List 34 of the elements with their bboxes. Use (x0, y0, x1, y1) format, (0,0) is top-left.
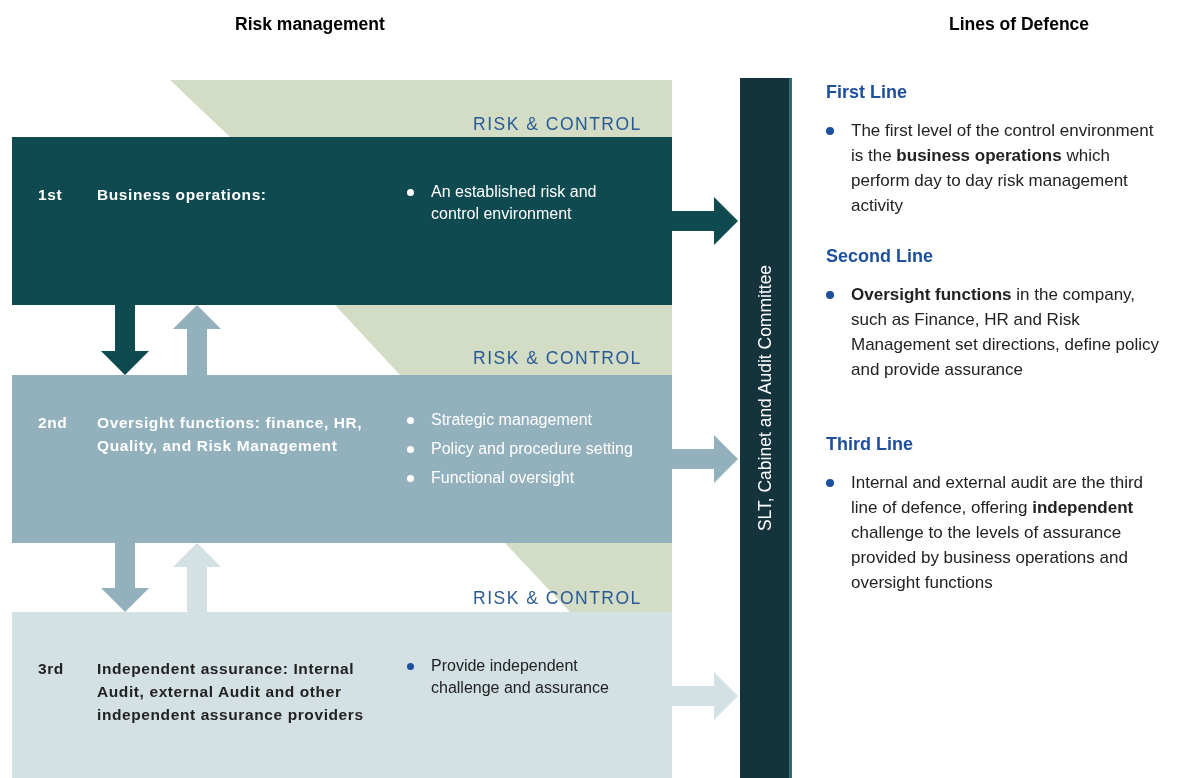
committee-label: SLT, Cabinet and Audit Committee (754, 264, 775, 532)
block-arrow (173, 305, 221, 375)
block-arrow (672, 197, 738, 245)
line-number: 3rd (38, 659, 64, 679)
line-band (12, 375, 672, 543)
block-arrow (672, 435, 738, 483)
line-heading: Third Line (826, 434, 913, 455)
bullet-text: Policy and procedure setting (431, 440, 633, 457)
line-number: 1st (38, 185, 63, 205)
line-number: 2nd (38, 413, 68, 433)
line-band (12, 137, 672, 305)
committee-bar (740, 78, 792, 778)
line-description: Oversight functions in the company, such as Finance, HR and Risk Management set directions, define policy and provide assurance (851, 284, 1161, 381)
bullet-text: Strategic management (431, 411, 592, 428)
line-description: The first level of the control environment is the business operations which perform day to day risk management activity (851, 120, 1155, 217)
block-arrow (101, 543, 149, 612)
risk-control-label: RISK & CONTROL (473, 348, 642, 369)
bullet-text: Provide independent challenge and assurance (431, 657, 609, 696)
column-heading: Lines of Defence (949, 14, 1090, 35)
band-heading: Business operations: (97, 185, 268, 205)
bullet-text: Functional oversight (431, 469, 575, 486)
line-description: Internal and external audit are the third line of defence, offering independent challenge to the levels of assurance provided by business operations and oversight functions (851, 472, 1145, 594)
risk-control-label: RISK & CONTROL (473, 588, 642, 609)
line-heading: First Line (826, 82, 907, 103)
band-heading: Oversight functions: finance, HR, Quality, and Risk Management (97, 413, 364, 456)
risk-control-label: RISK & CONTROL (473, 114, 642, 135)
block-arrow (101, 305, 149, 375)
line-heading: Second Line (826, 246, 933, 267)
band-heading: Independent assurance: Internal Audit, external Audit and other independent assurance providers (97, 659, 365, 725)
column-heading: Risk management (235, 14, 385, 35)
line-band (12, 612, 672, 778)
block-arrow (173, 543, 221, 612)
block-arrow (672, 672, 738, 720)
bullet-text: An established risk and control environment (431, 183, 597, 222)
